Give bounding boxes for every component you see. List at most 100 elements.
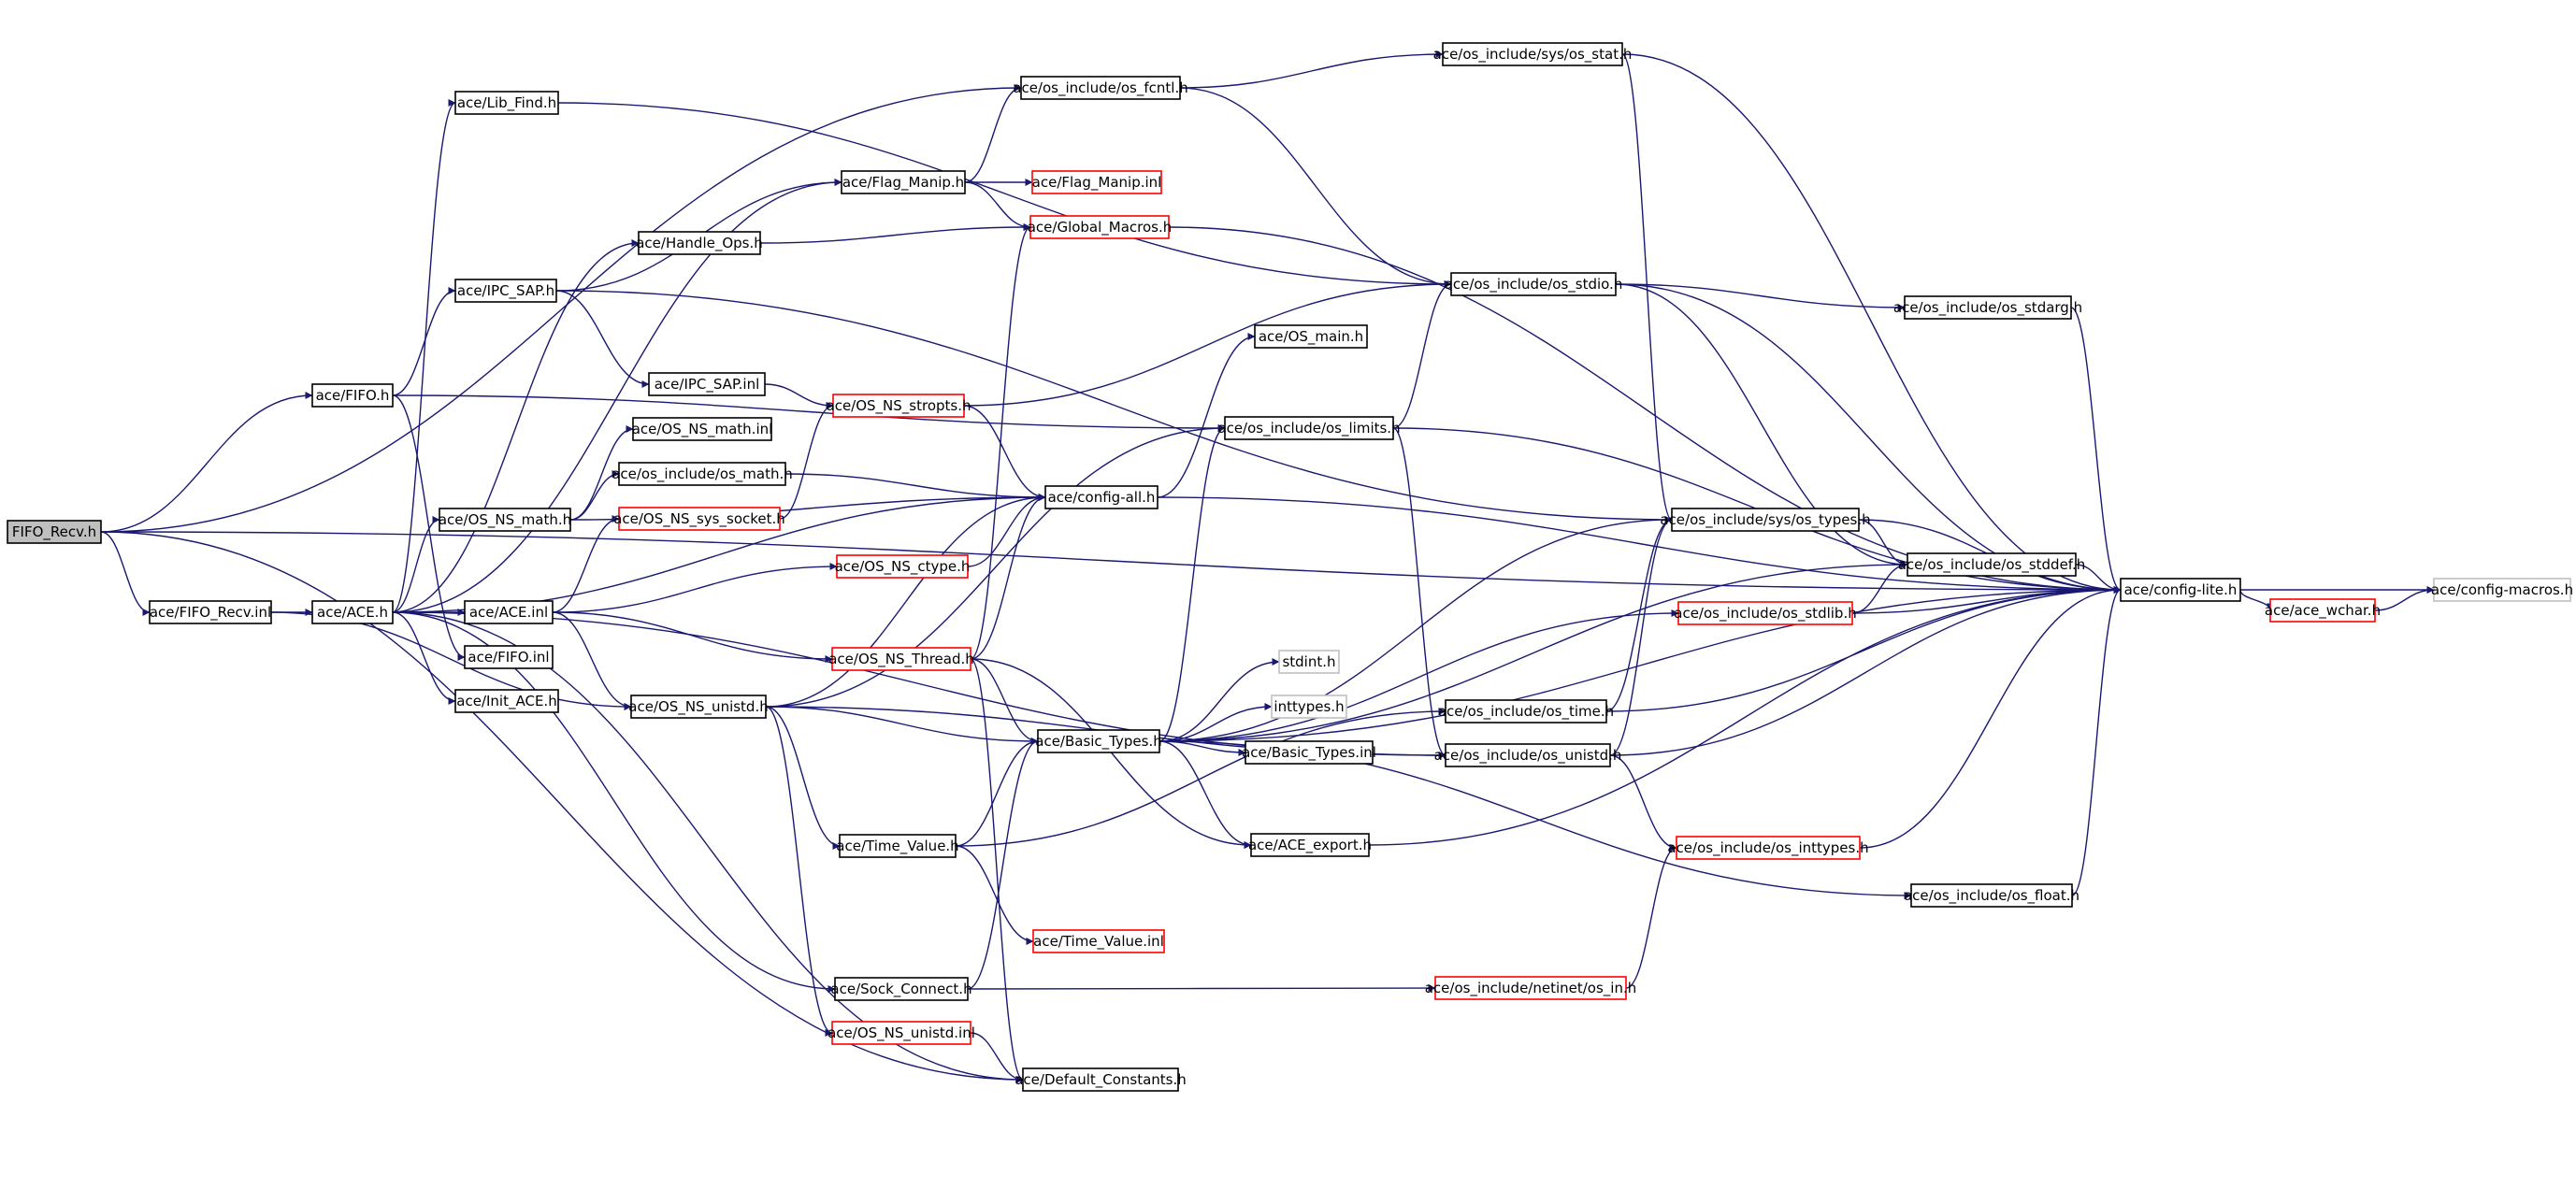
- edge-line: [1158, 424, 1226, 742]
- node-ace-lib-find-h[interactable]: ace/Lib_Find.h: [454, 91, 559, 115]
- node-ace-fifo-h[interactable]: ace/FIFO.h: [311, 383, 394, 408]
- edge-n6-n13: [569, 425, 634, 521]
- edge-n37-n47: [1615, 283, 2122, 594]
- node-label: ace/OS_NS_unistd.h: [628, 698, 768, 716]
- node-ace-os-ns-sys-socket-h[interactable]: ace/OS_NS_sys_socket.h: [613, 507, 785, 531]
- node-ace-global-macros-h[interactable]: ace/Global_Macros.h: [1028, 215, 1173, 239]
- node-ace-os-ns-thread-h[interactable]: ace/OS_NS_Thread.h: [828, 647, 974, 671]
- edge-line: [1615, 283, 2122, 594]
- edge-line: [2070, 307, 2122, 594]
- node-fifo-recv-h[interactable]: FIFO_Recv.h: [7, 520, 102, 544]
- node-box: [1031, 170, 1162, 194]
- node-ace-config-lite-h[interactable]: ace/config-lite.h: [2120, 578, 2241, 602]
- edge-n31-n37: [1392, 280, 1452, 429]
- edge-line: [970, 494, 1046, 660]
- edge-n37-n45: [1615, 283, 1908, 568]
- node-ace-init-ace-h[interactable]: ace/Init_ACE.h: [454, 689, 559, 713]
- node-ace-os-include-os-stddef-h[interactable]: ace/os_include/os_stddef.h: [1898, 552, 2086, 577]
- node-ace-os-ns-stropts-h[interactable]: ace/OS_NS_stropts.h: [827, 394, 971, 418]
- node-ace-os-include-netinet-os-in-h[interactable]: ace/os_include/netinet/os_in.h: [1425, 976, 1637, 1000]
- node-ace-os-ns-unistd-inl[interactable]: ace/OS_NS_unistd.inl: [827, 1021, 975, 1045]
- node-ace-os-ns-math-h[interactable]: ace/OS_NS_math.h: [439, 508, 571, 532]
- node-label: ace/os_include/netinet/os_in.h: [1425, 980, 1637, 997]
- node-label: stdint.h: [1282, 653, 1335, 670]
- node-ace-handle-ops-h[interactable]: ace/Handle_Ops.h: [636, 231, 763, 255]
- edge-line: [779, 402, 834, 520]
- node-box: [1029, 215, 1170, 239]
- node-ace-os-include-sys-os-types-h[interactable]: ace/os_include/sys/os_types.h: [1660, 508, 1871, 532]
- node-label: ace/os_include/os_unistd.h: [1434, 747, 1622, 765]
- edge-line: [765, 706, 833, 1037]
- node-label: ace/Basic_Types.h: [1035, 733, 1161, 751]
- node-ace-ace-wchar-h[interactable]: ace/ace_wchar.h: [2265, 598, 2381, 623]
- node-ace-os-include-os-stdio-h[interactable]: ace/os_include/os_stdio.h: [1445, 272, 1623, 296]
- node-ace-sock-connect-h[interactable]: ace/Sock_Connect.h: [830, 977, 972, 1001]
- edge-n35-n47: [1368, 586, 2122, 846]
- node-ace-os-ns-math-inl[interactable]: ace/OS_NS_math.inl: [632, 417, 773, 441]
- edge-n0-n23: [100, 84, 1022, 533]
- edge-line: [963, 405, 1046, 501]
- edge-n27-n35: [1158, 740, 1252, 849]
- node-label: ace/OS_NS_ctype.h: [835, 558, 971, 576]
- node-ace-ipc-sap-inl[interactable]: ace/IPC_SAP.inl: [648, 372, 766, 396]
- edge-line: [557, 102, 1452, 288]
- node-ace-os-include-sys-os-stat-h[interactable]: ace/os_include/sys/os_stat.h: [1433, 42, 1633, 66]
- node-ace-os-include-os-fcntl-h[interactable]: ace/os_include/os_fcntl.h: [1013, 76, 1188, 100]
- node-ace-os-include-os-limits-h[interactable]: ace/os_include/os_limits.h: [1217, 416, 1401, 440]
- edge-n12-n19: [764, 383, 834, 409]
- node-ace-flag-manip-h[interactable]: ace/Flag_Manip.h: [841, 170, 966, 194]
- node-ace-config-all-h[interactable]: ace/config-all.h: [1044, 485, 1158, 509]
- node-label: ace/OS_NS_math.inl: [632, 421, 773, 438]
- node-inttypes-h[interactable]: inttypes.h: [1271, 695, 1347, 719]
- node-ace-os-include-os-stdlib-h[interactable]: ace/os_include/os_stdlib.h: [1674, 601, 1857, 625]
- node-ace-time-value-h[interactable]: ace/Time_Value.h: [836, 834, 959, 858]
- edge-line: [392, 99, 456, 613]
- node-label: ace/Default_Constants.h: [1015, 1071, 1187, 1089]
- edge-line: [555, 290, 650, 388]
- node-box: [618, 507, 781, 531]
- edge-n16-n27: [765, 706, 1039, 745]
- node-label: ace/os_include/os_stdarg.h: [1893, 299, 2082, 317]
- node-ace-ace-h[interactable]: ace/ACE.h: [311, 600, 394, 624]
- edge-n40-n47: [1605, 586, 2122, 712]
- node-ace-os-include-os-inttypes-h[interactable]: ace/os_include/os_inttypes.h: [1667, 836, 1869, 860]
- node-ace-fifo-inl[interactable]: ace/FIFO.inl: [464, 645, 554, 669]
- edge-line: [955, 708, 1446, 847]
- edge-line: [764, 383, 834, 409]
- edge-n20-n28: [955, 845, 1034, 945]
- node-box: [1044, 485, 1158, 509]
- node-box: [831, 647, 971, 671]
- node-label: ace/Sock_Connect.h: [830, 981, 971, 998]
- edge-line: [392, 394, 466, 661]
- node-ace-config-macros-h[interactable]: ace/config-macros.h: [2431, 578, 2573, 602]
- node-label: ace/FIFO_Recv.inl: [150, 604, 271, 622]
- node-box: [1245, 740, 1374, 765]
- node-ace-fifo-recv-inl[interactable]: ace/FIFO_Recv.inl: [149, 600, 272, 624]
- node-ace-os-ns-ctype-h[interactable]: ace/OS_NS_ctype.h: [835, 554, 971, 579]
- node-ace-os-include-os-float-h[interactable]: ace/os_include/os_float.h: [1904, 883, 2080, 908]
- node-label: ace/Time_Value.inl: [1033, 933, 1164, 951]
- edge-line: [2071, 586, 2122, 896]
- node-label: ace/os_include/os_float.h: [1904, 887, 2080, 905]
- node-ace-os-include-os-stdarg-h[interactable]: ace/os_include/os_stdarg.h: [1893, 295, 2082, 320]
- edge-n21-n27: [967, 738, 1039, 990]
- node-ace-os-include-os-time-h[interactable]: ace/os_include/os_time.h: [1438, 699, 1614, 723]
- node-ace-default-constants-h[interactable]: ace/Default_Constants.h: [1015, 1067, 1187, 1092]
- node-ace-ace-export-h[interactable]: ace/ACE_export.h: [1248, 833, 1372, 857]
- node-ace-basic-types-h[interactable]: ace/Basic_Types.h: [1035, 729, 1162, 753]
- node-ace-flag-manip-inl[interactable]: ace/Flag_Manip.inl: [1031, 170, 1162, 194]
- node-ace-os-include-os-math-h[interactable]: ace/os_include/os_math.h: [612, 462, 793, 486]
- node-label: ace/OS_NS_Thread.h: [828, 651, 974, 668]
- node-ace-time-value-inl[interactable]: ace/Time_Value.inl: [1032, 929, 1165, 953]
- node-stdint-h[interactable]: stdint.h: [1278, 650, 1340, 674]
- node-ace-os-ns-unistd-h[interactable]: ace/OS_NS_unistd.h: [628, 695, 769, 719]
- node-ace-ipc-sap-h[interactable]: ace/IPC_SAP.h: [454, 279, 557, 303]
- node-label: ace/os_include/os_math.h: [612, 466, 793, 483]
- edge-n27-n39: [1158, 609, 1679, 742]
- node-ace-os-main-h[interactable]: ace/OS_main.h: [1254, 324, 1368, 349]
- node-ace-os-include-os-unistd-h[interactable]: ace/os_include/os_unistd.h: [1434, 743, 1622, 767]
- node-ace-ace-inl[interactable]: ace/ACE.inl: [464, 600, 554, 624]
- edge-line: [569, 470, 620, 521]
- node-ace-basic-types-inl[interactable]: ace/Basic_Types.inl: [1242, 740, 1376, 765]
- node-box: [1037, 729, 1160, 753]
